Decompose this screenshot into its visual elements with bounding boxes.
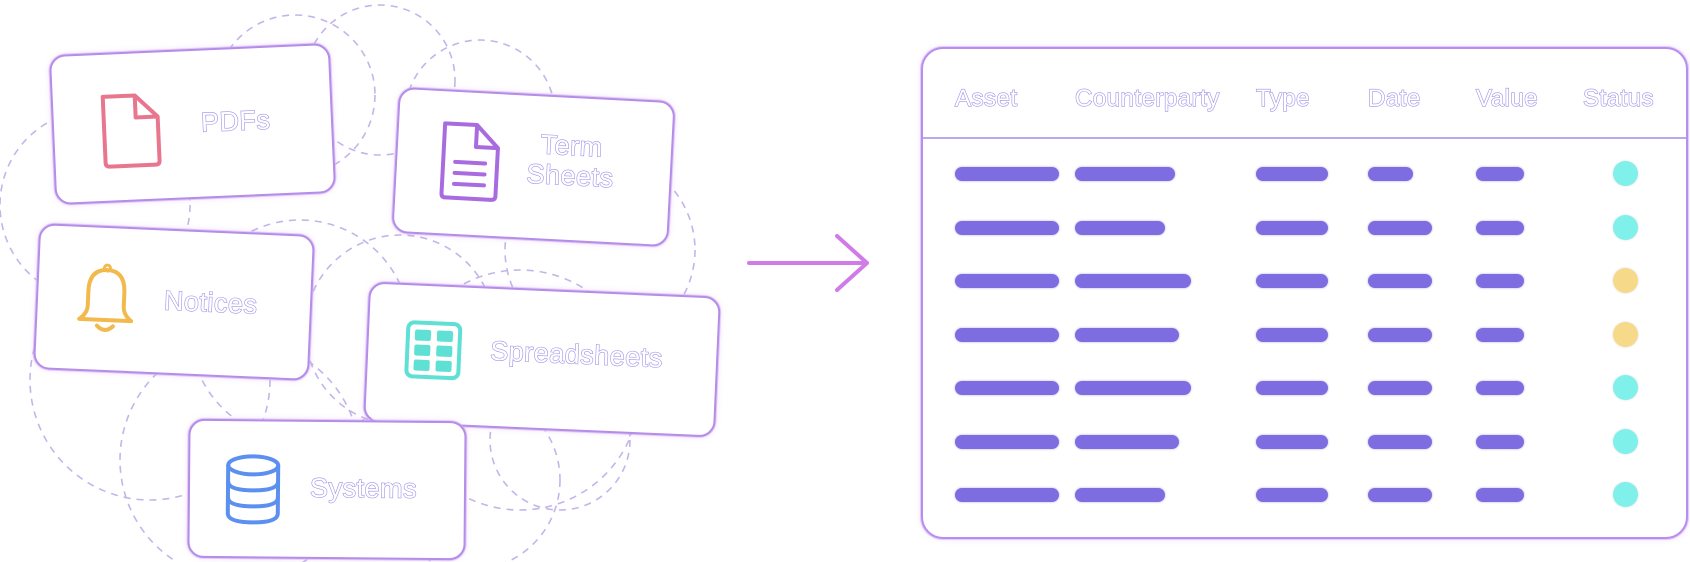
status-dot-teal	[1613, 375, 1638, 400]
status-dot-amber	[1613, 321, 1638, 347]
placeholder-bar-asset	[955, 220, 1059, 235]
source-label-term-sheets: Term Sheets	[525, 129, 616, 194]
source-label-notices: Notices	[163, 285, 259, 320]
placeholder-bar-type	[1256, 434, 1328, 449]
source-card-term-sheets: Term Sheets	[391, 86, 676, 248]
placeholder-bar-type	[1256, 167, 1328, 181]
placeholder-bar-value	[1476, 167, 1524, 181]
consolidated-table: Asset Counterparty Type Date Value Status	[921, 47, 1688, 539]
placeholder-bar-value	[1476, 488, 1524, 502]
placeholder-bar-asset	[955, 434, 1059, 449]
column-header-type: Type	[1255, 84, 1311, 112]
placeholder-bar-date	[1368, 488, 1432, 502]
source-card-spreadsheets: Spreadsheets	[363, 281, 721, 438]
document-lines-icon	[435, 117, 506, 209]
column-header-date: Date	[1367, 84, 1421, 112]
placeholder-bar-asset	[955, 327, 1059, 342]
placeholder-bar-type	[1256, 327, 1328, 342]
status-dot-teal	[1613, 214, 1638, 240]
placeholder-bar-counterparty	[1075, 274, 1191, 288]
pdf-file-icon	[96, 88, 166, 176]
bell-icon	[72, 261, 139, 345]
placeholder-bar-date	[1368, 167, 1413, 181]
placeholder-bar-date	[1368, 220, 1432, 235]
source-label-spreadsheets: Spreadsheets	[489, 335, 664, 374]
column-header-status: Status	[1582, 84, 1655, 112]
status-dot-amber	[1613, 268, 1638, 293]
grid-table-icon	[403, 319, 464, 386]
placeholder-bar-type	[1256, 220, 1328, 235]
column-header-asset: Asset	[954, 84, 1018, 112]
placeholder-bar-counterparty	[1075, 434, 1179, 449]
status-dot-teal	[1613, 482, 1638, 507]
placeholder-bar-date	[1368, 327, 1432, 342]
arrow-right-icon	[747, 234, 869, 292]
source-label-sheets: Sheets	[525, 158, 615, 194]
source-label-pdfs: PDFs	[200, 104, 272, 138]
source-card-notices: Notices	[32, 223, 316, 381]
placeholder-bar-type	[1256, 381, 1328, 395]
placeholder-bar-counterparty	[1075, 381, 1191, 395]
column-header-value: Value	[1475, 84, 1539, 112]
header-divider	[923, 137, 1686, 139]
placeholder-bar-counterparty	[1075, 220, 1165, 235]
status-dot-teal	[1613, 161, 1638, 186]
placeholder-bar-asset	[955, 488, 1059, 502]
source-label-systems: Systems	[309, 472, 418, 504]
placeholder-bar-counterparty	[1075, 167, 1175, 181]
placeholder-bar-value	[1476, 434, 1524, 449]
database-icon	[223, 453, 284, 531]
placeholder-bar-type	[1256, 274, 1328, 288]
placeholder-bar-value	[1476, 274, 1524, 288]
placeholder-bar-type	[1256, 488, 1328, 502]
placeholder-bar-value	[1476, 220, 1524, 235]
source-card-systems: Systems	[187, 418, 467, 561]
placeholder-bar-asset	[955, 167, 1059, 181]
source-card-pdfs: PDFs	[48, 42, 337, 206]
status-dot-teal	[1613, 428, 1638, 454]
placeholder-bar-asset	[955, 274, 1059, 288]
placeholder-bar-counterparty	[1075, 327, 1179, 342]
column-header-counterparty: Counterparty	[1074, 84, 1220, 112]
placeholder-bar-counterparty	[1075, 488, 1165, 502]
placeholder-bar-date	[1368, 434, 1432, 449]
placeholder-bar-date	[1368, 274, 1432, 288]
placeholder-bar-value	[1476, 327, 1524, 342]
placeholder-bar-asset	[955, 381, 1059, 395]
source-label-term: Term	[539, 129, 604, 163]
placeholder-bar-value	[1476, 381, 1524, 395]
placeholder-bar-date	[1368, 381, 1432, 395]
